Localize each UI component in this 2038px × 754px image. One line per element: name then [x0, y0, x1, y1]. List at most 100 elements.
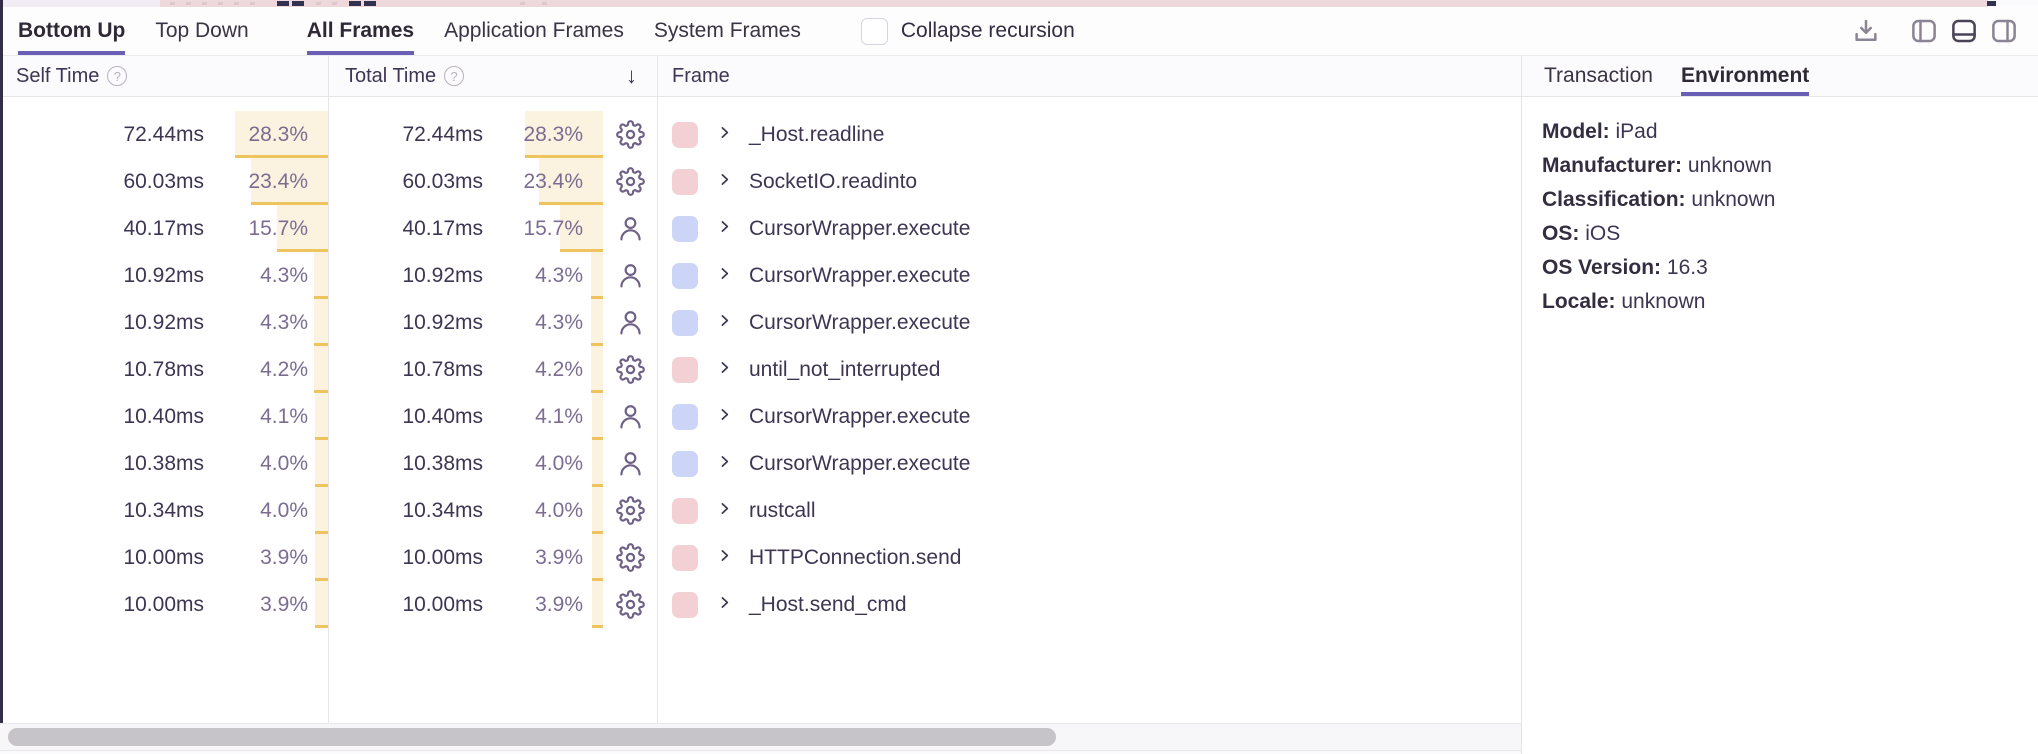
- total-time-column-header[interactable]: Total Time ? ↓: [328, 56, 657, 96]
- minimap-tick: [250, 2, 255, 5]
- table-row[interactable]: 10.92ms 4.3% 10.92ms 4.3% CursorWra: [0, 299, 1521, 346]
- total-time-header-label: Total Time: [345, 64, 437, 87]
- self-percent-bar: [314, 252, 328, 299]
- help-circle-icon[interactable]: ?: [444, 66, 465, 86]
- total-time-percent: 4.3%: [535, 310, 583, 334]
- minimap-tick: [202, 2, 207, 5]
- table-row[interactable]: 10.00ms 3.9% 10.00ms 3.9% _Host.sen: [0, 581, 1521, 628]
- self-percent-bar: [235, 111, 328, 158]
- table-row[interactable]: 10.92ms 4.3% 10.92ms 4.3% CursorWra: [0, 252, 1521, 299]
- chevron-right-icon[interactable]: [716, 499, 733, 523]
- environment-value: iOS: [1585, 222, 1621, 245]
- frame-name: CursorWrapper.execute: [749, 216, 971, 240]
- download-button[interactable]: [1846, 11, 1886, 51]
- help-circle-icon[interactable]: ?: [107, 66, 128, 86]
- horizontal-scrollbar-track[interactable]: [0, 723, 1521, 750]
- self-time-percent-cell: 23.4%: [204, 158, 328, 205]
- minimap-tick: [170, 2, 175, 5]
- self-time-value: 72.44ms: [123, 122, 204, 146]
- table-row[interactable]: 40.17ms 15.7% 40.17ms 15.7% CursorW: [0, 205, 1521, 252]
- gear-icon: [615, 590, 645, 619]
- frame-name: until_not_interrupted: [749, 357, 941, 381]
- total-time-value: 10.92ms: [402, 310, 483, 334]
- self-percent-bar: [315, 581, 328, 628]
- environment-value: 16.3: [1666, 256, 1708, 279]
- minimap-mark: [277, 1, 289, 6]
- table-row[interactable]: 10.00ms 3.9% 10.00ms 3.9% HTTPConne: [0, 534, 1521, 581]
- frame-type-icon-cell: [603, 346, 657, 393]
- collapse-recursion-checkbox[interactable]: [860, 17, 888, 45]
- chevron-right-icon[interactable]: [716, 358, 733, 382]
- self-time-value: 10.00ms: [123, 545, 204, 569]
- table-row[interactable]: 60.03ms 23.4% 60.03ms 23.4% SocketI: [0, 158, 1521, 205]
- minimap-end-segment: [1988, 0, 2038, 7]
- table-row[interactable]: 10.38ms 4.0% 10.38ms 4.0% CursorWra: [0, 440, 1521, 487]
- chevron-right-icon[interactable]: [716, 593, 733, 617]
- gear-icon: [615, 543, 645, 572]
- table-row[interactable]: 10.40ms 4.1% 10.40ms 4.1% CursorWra: [0, 393, 1521, 440]
- total-time-percent: 4.3%: [535, 263, 583, 287]
- tab-top-down[interactable]: Top Down: [155, 7, 248, 55]
- chevron-right-icon[interactable]: [716, 123, 733, 147]
- frame-cell: CursorWrapper.execute: [657, 205, 1521, 252]
- frame-cell: _Host.readline: [657, 111, 1521, 158]
- environment-row: OS: iOS: [1542, 217, 2018, 251]
- layout-right-panel-button[interactable]: [1984, 11, 2024, 51]
- total-time-percent: 23.4%: [523, 169, 583, 193]
- table-header: Self Time ? Total Time ? ↓ Frame: [0, 56, 1521, 97]
- chevron-right-icon[interactable]: [716, 217, 733, 241]
- chevron-right-icon[interactable]: [716, 546, 733, 570]
- self-time-column-header[interactable]: Self Time ?: [0, 56, 328, 96]
- total-percent-bar: [560, 205, 603, 252]
- self-time-percent: 4.3%: [260, 263, 308, 287]
- panel-tab-transaction[interactable]: Transaction: [1544, 56, 1653, 96]
- frame-color-swatch: [672, 591, 698, 618]
- total-percent-bar: [592, 440, 603, 487]
- chevron-right-icon[interactable]: [716, 311, 733, 335]
- frame-name: CursorWrapper.execute: [749, 451, 971, 475]
- layout-right-panel-icon: [1992, 19, 2016, 43]
- tab-all-frames[interactable]: All Frames: [306, 7, 415, 55]
- horizontal-scrollbar-thumb[interactable]: [8, 728, 1056, 746]
- total-percent-bar: [592, 393, 603, 440]
- total-time-percent-cell: 23.4%: [483, 158, 603, 205]
- panel-tab-label: Transaction: [1544, 63, 1653, 87]
- chevron-right-icon[interactable]: [716, 170, 733, 194]
- self-time-value: 10.40ms: [123, 404, 204, 428]
- sort-desc-icon[interactable]: ↓: [626, 63, 637, 88]
- flamegraph-minimap-strip[interactable]: [0, 0, 2038, 7]
- chevron-right-icon[interactable]: [716, 405, 733, 429]
- frame-type-icon-cell: [603, 440, 657, 487]
- self-time-percent-cell: 3.9%: [204, 534, 328, 581]
- minimap-tick: [520, 2, 525, 5]
- total-percent-bar: [525, 111, 603, 158]
- self-time-percent: 4.0%: [260, 498, 308, 522]
- table-row[interactable]: 10.78ms 4.2% 10.78ms 4.2% until_not: [0, 346, 1521, 393]
- tab-application-frames[interactable]: Application Frames: [444, 7, 624, 55]
- frame-type-icon-cell: [603, 205, 657, 252]
- minimap-mark: [1987, 1, 1996, 6]
- table-row[interactable]: 72.44ms 28.3% 72.44ms 28.3% _Host.r: [0, 111, 1521, 158]
- layout-bottom-panel-button[interactable]: [1944, 11, 1984, 51]
- tab-label: All Frames: [306, 18, 415, 42]
- tab-bottom-up[interactable]: Bottom Up: [18, 7, 126, 55]
- environment-value: unknown: [1621, 290, 1706, 313]
- layout-left-panel-button[interactable]: [1904, 11, 1944, 51]
- chevron-right-icon[interactable]: [716, 452, 733, 476]
- panel-tab-environment[interactable]: Environment: [1680, 56, 1810, 96]
- self-time-value: 10.78ms: [123, 357, 204, 381]
- table-row[interactable]: 10.34ms 4.0% 10.34ms 4.0% rustcall: [0, 487, 1521, 534]
- environment-label: Classification:: [1542, 188, 1686, 211]
- frame-column-header[interactable]: Frame: [657, 56, 1521, 96]
- self-time-percent-cell: 4.3%: [204, 299, 328, 346]
- minimap-mark: [364, 1, 376, 6]
- frame-name: _Host.readline: [749, 122, 885, 146]
- chevron-right-icon[interactable]: [716, 264, 733, 288]
- frame-name: HTTPConnection.send: [749, 545, 962, 569]
- frame-color-swatch: [672, 356, 698, 383]
- tab-system-frames[interactable]: System Frames: [654, 7, 801, 55]
- frame-cell: until_not_interrupted: [657, 346, 1521, 393]
- self-percent-bar: [315, 487, 328, 534]
- total-percent-bar: [539, 158, 603, 205]
- total-time-percent-cell: 4.0%: [483, 440, 603, 487]
